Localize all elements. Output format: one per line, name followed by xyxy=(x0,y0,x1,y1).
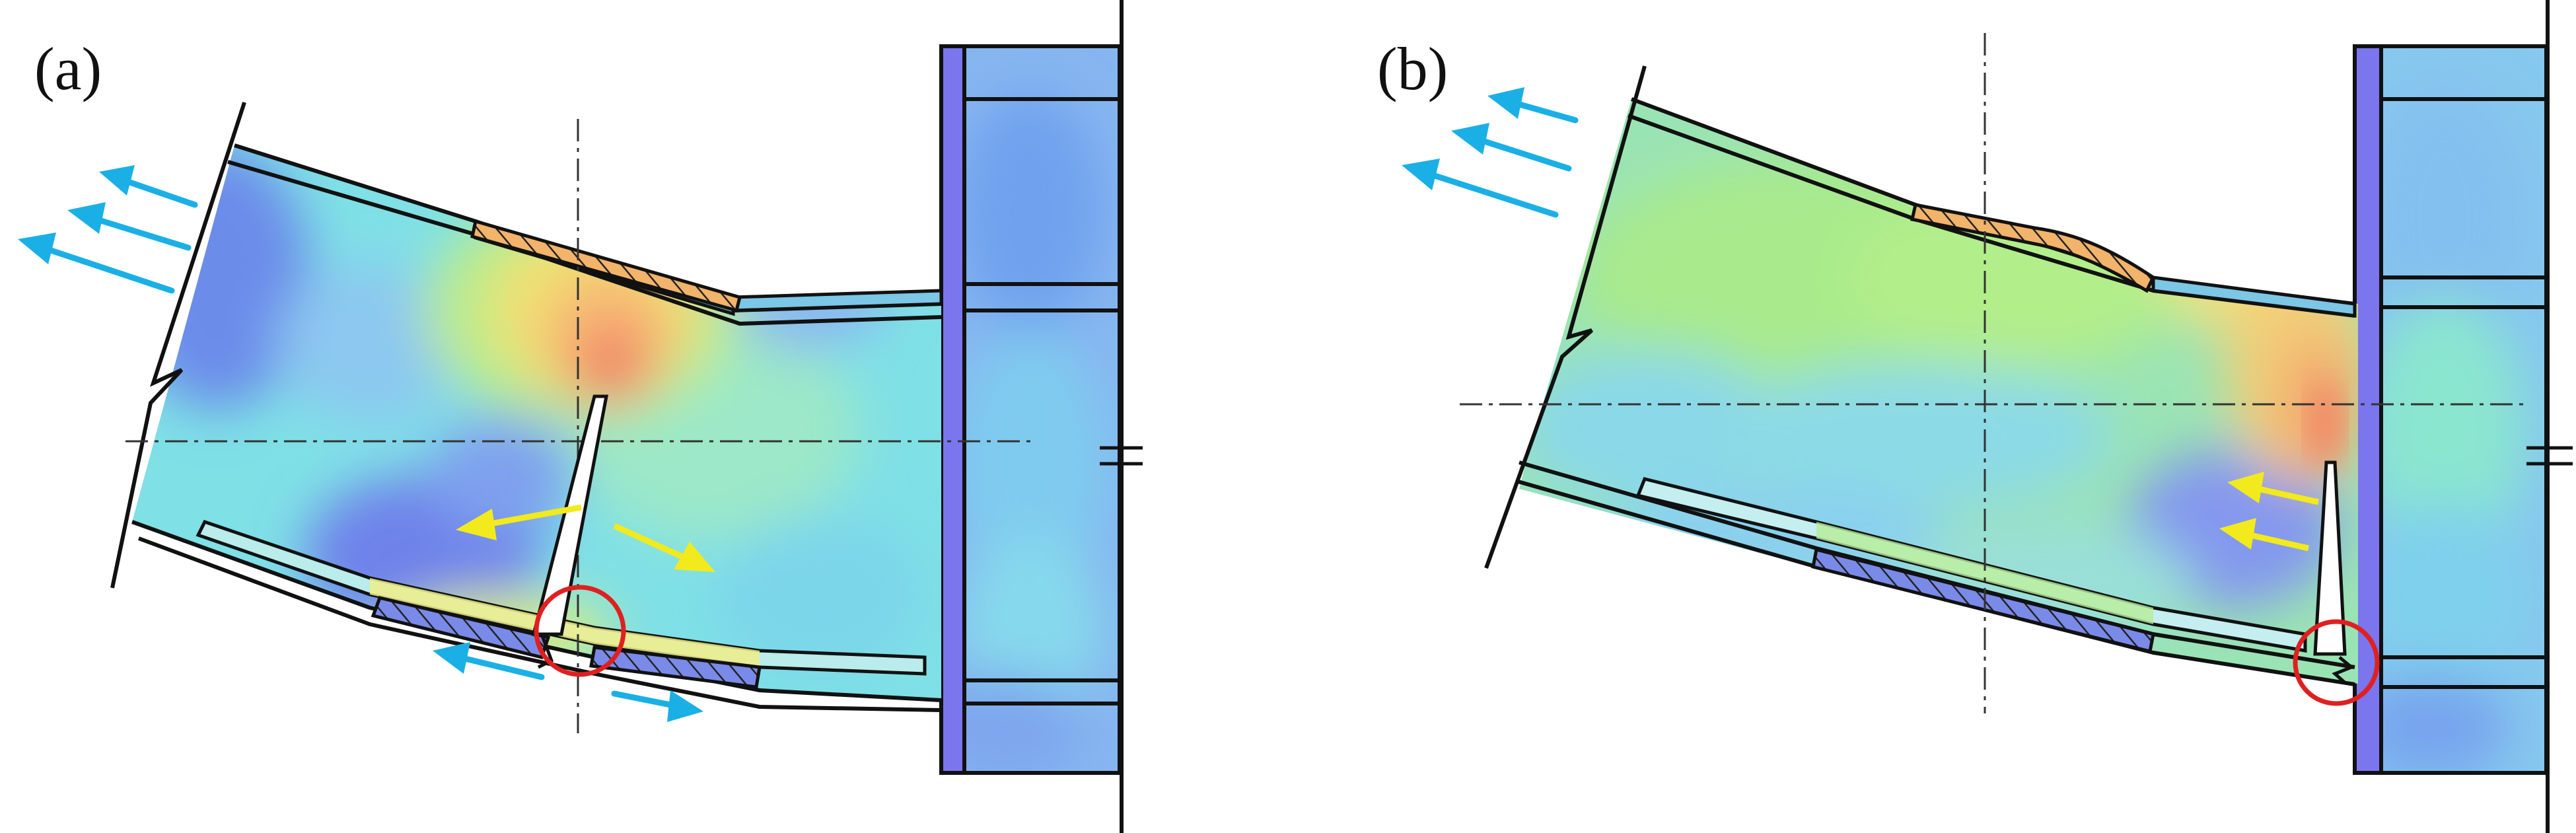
top-haunch-plate-b xyxy=(2151,275,2357,318)
panel-b xyxy=(1402,0,2573,833)
break-line-a xyxy=(110,102,246,589)
panel-label-b: (b) xyxy=(1377,35,1449,102)
flange-arrows-a xyxy=(433,642,703,722)
crack-b xyxy=(2313,460,2347,656)
bottom-plate-green-b xyxy=(1816,522,2153,624)
column-break-symbol-a xyxy=(1100,446,1143,466)
panel-label-a: (a) xyxy=(34,35,102,102)
column-stress-contour-b xyxy=(2355,46,2550,773)
weld-top-b xyxy=(1910,203,2156,293)
crack-a xyxy=(531,394,609,636)
column-stress-contour-a xyxy=(941,46,1123,773)
fracture-marker-a xyxy=(534,585,626,677)
crack-opening-arrows-b xyxy=(2219,472,2319,552)
tension-arrows-b xyxy=(1402,87,1579,218)
crack-tip-detail-b xyxy=(2332,656,2355,685)
tension-arrows-a xyxy=(18,165,198,294)
panel-a xyxy=(18,0,1143,833)
crack-opening-arrows-a xyxy=(456,504,715,572)
weld-bottom-b xyxy=(1811,547,2155,654)
column-break-symbol-b xyxy=(2526,446,2573,466)
bottom-cover-plate-a xyxy=(196,519,927,676)
column-flange-a xyxy=(939,44,966,775)
weld-bottom-right-a xyxy=(589,645,762,689)
weld-top-a xyxy=(470,219,742,313)
weld-bottom-left-a xyxy=(371,596,551,659)
fracture-marker-b xyxy=(2293,619,2380,706)
crack-tip-detail-a xyxy=(537,634,554,669)
break-line-b xyxy=(1484,65,1647,569)
